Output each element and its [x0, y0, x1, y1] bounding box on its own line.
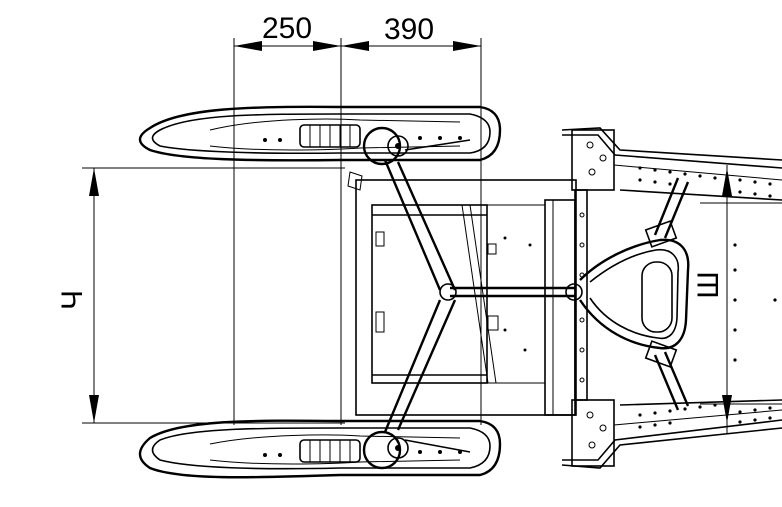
frame-body — [347, 139, 583, 453]
rear-frame — [561, 127, 782, 469]
handlebar — [579, 177, 690, 411]
dimension-ch: Ч — [56, 290, 89, 310]
bottom-ski — [138, 419, 502, 479]
dimension-390: 390 — [384, 13, 434, 46]
dimension-sh: Ш — [692, 271, 725, 299]
dimension-250: 250 — [262, 12, 312, 45]
top-ski — [138, 105, 502, 166]
